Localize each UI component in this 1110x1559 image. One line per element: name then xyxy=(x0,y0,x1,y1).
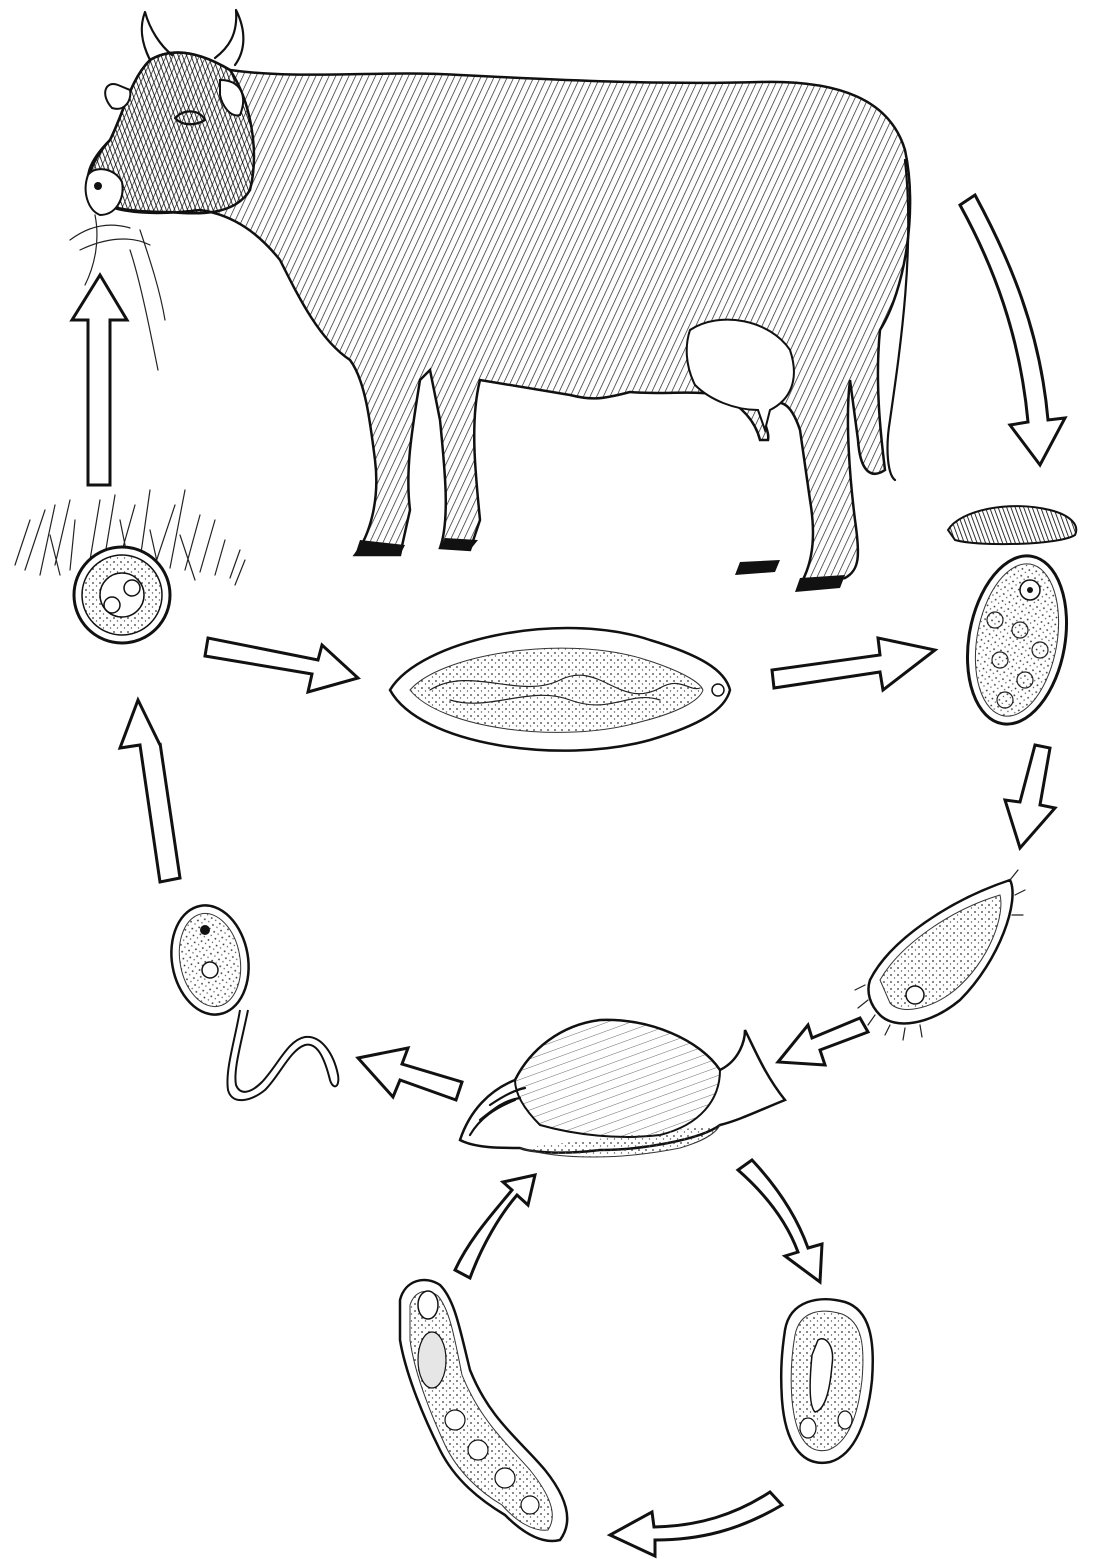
redia-icon xyxy=(400,1280,567,1541)
metacercaria-on-grass-icon xyxy=(74,547,170,643)
arrow-adult-to-egg xyxy=(772,638,935,690)
sporocyst-icon xyxy=(781,1299,873,1463)
arrow-snail-to-sporocyst xyxy=(738,1160,822,1282)
fluke-egg-icon xyxy=(955,548,1079,732)
arrow-redia-to-snail xyxy=(455,1175,535,1278)
arrow-cow-to-dung xyxy=(960,195,1065,465)
cercaria-icon xyxy=(163,899,338,1100)
arrow-sporocyst-to-redia xyxy=(610,1492,782,1556)
arrow-cercaria-to-metacercaria xyxy=(120,700,180,882)
adult-liver-fluke-icon xyxy=(390,628,730,751)
dung-pile-icon xyxy=(948,506,1076,544)
arrow-miracidium-to-snail xyxy=(778,1018,868,1065)
arrow-egg-to-miracidium xyxy=(1005,745,1055,848)
arrow-metacercaria-to-adult xyxy=(205,638,358,692)
cow-icon xyxy=(70,10,910,592)
miracidium-icon xyxy=(855,870,1025,1040)
snail-icon xyxy=(460,1020,785,1157)
arrow-snail-to-cercaria xyxy=(358,1048,462,1100)
arrow-grass-to-cow xyxy=(72,275,127,485)
